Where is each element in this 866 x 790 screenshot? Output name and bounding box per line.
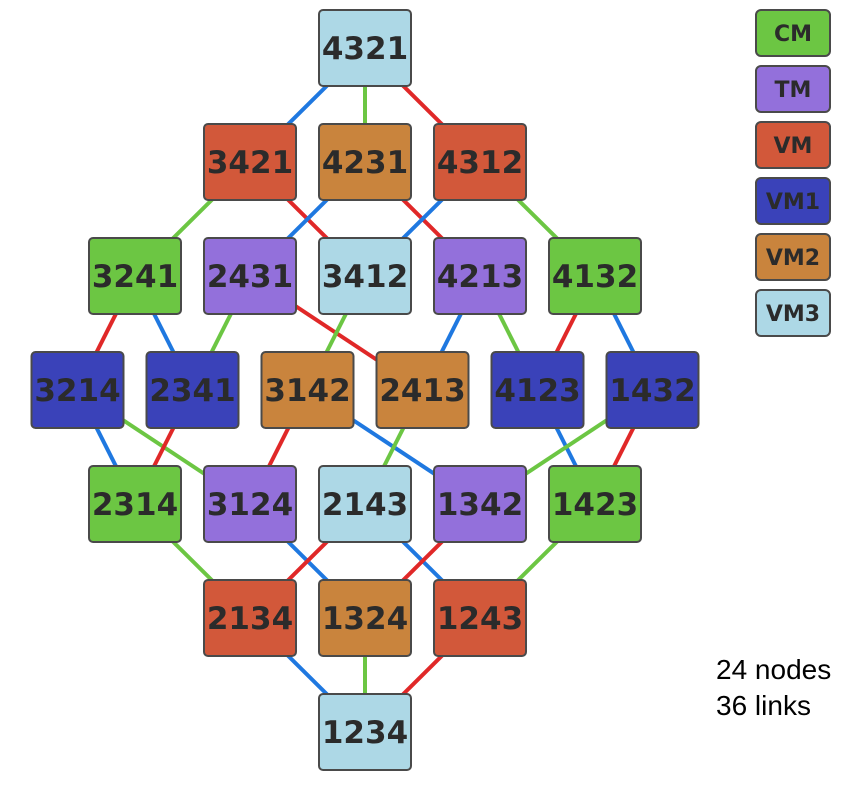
legend-label: VM1 xyxy=(766,190,820,215)
node-label: 4213 xyxy=(437,259,523,295)
legend-item-cm: CM xyxy=(755,9,831,57)
node-label: 1324 xyxy=(322,601,408,637)
legend-swatch xyxy=(755,65,831,113)
node-label: 2143 xyxy=(322,487,408,523)
node-2143[interactable]: 2143 xyxy=(318,465,412,543)
node-1324[interactable]: 1324 xyxy=(318,579,412,657)
legend-label: TM xyxy=(775,78,812,103)
legend-swatch xyxy=(755,177,831,225)
legend-item-vm2: VM2 xyxy=(755,233,831,281)
node-1234[interactable]: 1234 xyxy=(318,693,412,771)
node-box xyxy=(433,123,527,201)
legend-item-vm1: VM1 xyxy=(755,177,831,225)
node-label: 2314 xyxy=(92,487,178,523)
node-2341[interactable]: 2341 xyxy=(145,351,240,429)
legend-swatch xyxy=(755,9,831,57)
node-label: 4312 xyxy=(437,145,523,181)
node-box xyxy=(375,351,470,429)
node-box xyxy=(318,579,412,657)
node-2413[interactable]: 2413 xyxy=(375,351,470,429)
node-label: 2134 xyxy=(207,601,293,637)
node-4312[interactable]: 4312 xyxy=(433,123,527,201)
node-box xyxy=(318,465,412,543)
node-label: 4321 xyxy=(322,31,408,67)
legend-item-tm: TM xyxy=(755,65,831,113)
node-box xyxy=(433,465,527,543)
node-label: 4132 xyxy=(552,259,638,295)
node-4231[interactable]: 4231 xyxy=(318,123,412,201)
node-box xyxy=(318,9,412,87)
node-box xyxy=(203,123,297,201)
node-label: 3412 xyxy=(322,259,408,295)
node-3214[interactable]: 3214 xyxy=(30,351,125,429)
legend-item-vm3: VM3 xyxy=(755,289,831,337)
node-box xyxy=(433,237,527,315)
legend-label: CM xyxy=(774,22,812,47)
node-box xyxy=(30,351,125,429)
node-box xyxy=(490,351,585,429)
node-box xyxy=(605,351,700,429)
node-1342[interactable]: 1342 xyxy=(433,465,527,543)
node-box xyxy=(318,693,412,771)
node-4132[interactable]: 4132 xyxy=(548,237,642,315)
node-2314[interactable]: 2314 xyxy=(88,465,182,543)
node-3412[interactable]: 3412 xyxy=(318,237,412,315)
node-label: 1234 xyxy=(322,715,408,751)
nodes-layer: 4321 3421 4231 4312 3241 2431 3412 4213 4132 3214… xyxy=(30,9,700,771)
node-label: 2431 xyxy=(207,259,293,295)
node-4213[interactable]: 4213 xyxy=(433,237,527,315)
legend-label: VM3 xyxy=(766,302,820,327)
node-box xyxy=(88,465,182,543)
node-3421[interactable]: 3421 xyxy=(203,123,297,201)
node-label: 3214 xyxy=(34,373,120,409)
node-3241[interactable]: 3241 xyxy=(88,237,182,315)
node-box xyxy=(433,579,527,657)
node-label: 3241 xyxy=(92,259,178,295)
link-count: 36 links xyxy=(716,690,811,721)
node-2431[interactable]: 2431 xyxy=(203,237,297,315)
legend-swatch xyxy=(755,289,831,337)
legend-label: VM xyxy=(774,134,813,159)
node-3142[interactable]: 3142 xyxy=(260,351,355,429)
node-box xyxy=(318,123,412,201)
node-box xyxy=(203,465,297,543)
node-label: 3142 xyxy=(264,373,350,409)
node-label: 2413 xyxy=(379,373,465,409)
node-box xyxy=(145,351,240,429)
legend-label: VM2 xyxy=(766,246,820,271)
node-label: 4231 xyxy=(322,145,408,181)
node-label: 3124 xyxy=(207,487,293,523)
node-label: 1243 xyxy=(437,601,523,637)
node-label: 1423 xyxy=(552,487,638,523)
node-box xyxy=(548,237,642,315)
node-1243[interactable]: 1243 xyxy=(433,579,527,657)
node-1423[interactable]: 1423 xyxy=(548,465,642,543)
legend-swatch xyxy=(755,121,831,169)
node-box xyxy=(548,465,642,543)
node-label: 3421 xyxy=(207,145,293,181)
node-box xyxy=(260,351,355,429)
node-2134[interactable]: 2134 xyxy=(203,579,297,657)
node-label: 2341 xyxy=(149,373,235,409)
node-box xyxy=(203,579,297,657)
node-3124[interactable]: 3124 xyxy=(203,465,297,543)
node-count: 24 nodes xyxy=(716,654,832,685)
legend-item-vm: VM xyxy=(755,121,831,169)
node-box xyxy=(203,237,297,315)
node-box xyxy=(88,237,182,315)
node-label: 4123 xyxy=(494,373,580,409)
node-label: 1342 xyxy=(437,487,523,523)
graph-stats: 24 nodes 36 links xyxy=(716,652,831,724)
node-box xyxy=(318,237,412,315)
node-label: 1432 xyxy=(609,373,695,409)
node-4123[interactable]: 4123 xyxy=(490,351,585,429)
legend-swatch xyxy=(755,233,831,281)
node-4321[interactable]: 4321 xyxy=(318,9,412,87)
node-1432[interactable]: 1432 xyxy=(605,351,700,429)
